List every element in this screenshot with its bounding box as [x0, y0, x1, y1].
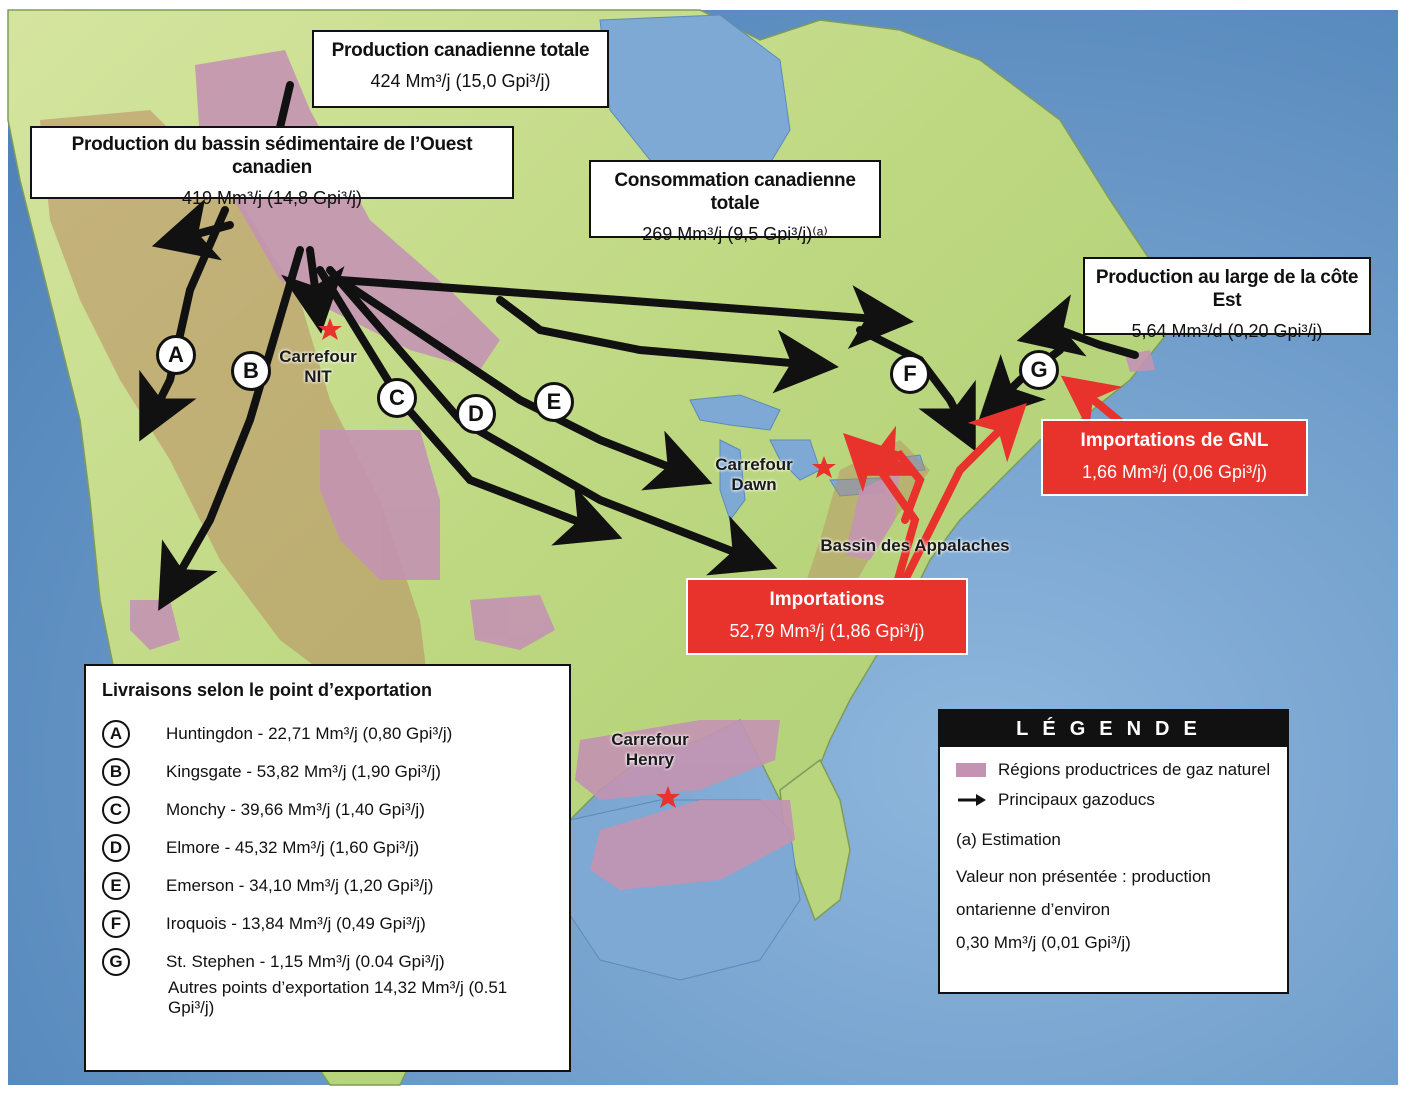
export-marker-d: D [456, 394, 496, 434]
delivery-row: F Iroquois - 13,84 Mm³/j (0,49 Gpi³/j) [102, 905, 553, 943]
region-offshore-gulf [590, 800, 795, 890]
east-coast-title: Production au large de la côte Est [1095, 267, 1359, 311]
import-loop [858, 425, 925, 524]
delivery-letter-d: D [102, 834, 130, 862]
delivery-letter-e: E [102, 872, 130, 900]
hub-dawn-star [812, 456, 836, 478]
consumption-title: Consommation canadienne totale [614, 170, 856, 214]
deliveries-title: Livraisons selon le point d’exportation [102, 680, 433, 700]
export-marker-g: G [1019, 350, 1059, 390]
east-coast-box: Production au large de la côte Est 5,64 … [1083, 257, 1371, 341]
hub-dawn-label: Carrefour Dawn [715, 455, 793, 494]
hub-henry-star [656, 786, 680, 808]
delivery-letter-g: G [102, 948, 130, 976]
delivery-letter-a: A [102, 720, 130, 748]
pipeline-f [496, 296, 839, 394]
region-gulf [575, 720, 780, 800]
delivery-text-g: St. Stephen - 1,15 Mm³/j (0.04 Gpi³/j) [166, 952, 445, 971]
legend-panel: LÉGENDE Régions productrices de gaz natu… [938, 709, 1289, 994]
delivery-row: E Emerson - 34,10 Mm³/j (1,20 Gpi³/j) [102, 867, 553, 905]
lng-imports-title: Importations de GNL [1080, 430, 1269, 451]
pipeline-arrow-icon [958, 794, 986, 806]
pipeline-b [158, 246, 304, 611]
hub-nit-label: Carrefour NIT [279, 347, 357, 386]
delivery-text-c: Monchy - 39,66 Mm³/j (1,40 Gpi³/j) [166, 800, 425, 819]
delivery-other: Autres points d’exportation 14,32 Mm³/j … [168, 978, 508, 1017]
pipeline-nit [280, 246, 345, 334]
pipeline-c [316, 266, 623, 546]
legend-note-line-1: Valeur non présentée : production [956, 867, 1211, 886]
producing-region-swatch-icon [956, 763, 986, 777]
region-appalachian [845, 470, 900, 560]
pipeline-east [336, 276, 914, 349]
appalachian-basin-label: Bassin des Appalaches [820, 536, 1010, 555]
delivery-letter-f: F [102, 910, 130, 938]
hub-henry-label: Carrefour Henry [611, 730, 689, 769]
delivery-text-f: Iroquois - 13,84 Mm³/j (0,49 Gpi³/j) [166, 914, 426, 933]
canada-total-value: 424 Mm³/j (15,0 Gpi³/j) [370, 70, 551, 91]
delivery-text-b: Kingsgate - 53,82 Mm³/j (1,90 Gpi³/j) [166, 762, 441, 781]
legend-heading: LÉGENDE [940, 711, 1287, 747]
delivery-row: A Huntingdon - 22,71 Mm³/j (0,80 Gpi³/j) [102, 715, 553, 753]
imports-title: Importations [769, 589, 885, 610]
legend-pipelines-label: Principaux gazoducs [998, 790, 1155, 809]
wcsb-box: Production du bassin sédimentaire de l’O… [30, 126, 514, 208]
legend-item-pipelines: Principaux gazoducs [940, 785, 1287, 815]
deliveries-panel: Livraisons selon le point d’exportation … [84, 664, 571, 1072]
canada-total-title: Production canadienne totale [331, 40, 590, 61]
consumption-value: 269 Mm³/j (9,5 Gpi³/j)⁽ᵃ⁾ [642, 223, 828, 244]
pipeline-f-south [856, 326, 976, 452]
region-permian [470, 595, 555, 650]
imports-value: 52,79 Mm³/j (1,86 Gpi³/j) [729, 620, 925, 641]
legend-regions-label: Régions productrices de gaz naturel [998, 760, 1271, 779]
delivery-letter-c: C [102, 796, 130, 824]
pipeline-g [1016, 294, 1139, 359]
delivery-text-a: Huntingdon - 22,71 Mm³/j (0,80 Gpi³/j) [166, 724, 453, 743]
delivery-row: D Elmore - 45,32 Mm³/j (1,60 Gpi³/j) [102, 829, 553, 867]
wcsb-value: 419 Mm³/j (14,8 Gpi³/j) [181, 187, 363, 208]
export-marker-b: B [231, 351, 271, 391]
export-marker-f: F [890, 354, 930, 394]
east-coast-value: 5,64 Mm³/d (0,20 Gpi³/j) [1131, 320, 1323, 341]
delivery-row: G St. Stephen - 1,15 Mm³/j (0.04 Gpi³/j) [102, 943, 553, 981]
delivery-row: B Kingsgate - 53,82 Mm³/j (1,90 Gpi³/j) [102, 753, 553, 791]
region-rockies [320, 430, 440, 580]
consumption-box: Consommation canadienne totale 269 Mm³/j… [589, 160, 881, 244]
import-to-east [901, 403, 1027, 584]
hubs [318, 318, 836, 808]
rocky-mountains [40, 110, 430, 700]
canada-total-box: Production canadienne totale 424 Mm³/j (… [312, 30, 609, 108]
legend-note-line-2: ontarienne d’environ [956, 900, 1111, 919]
imports-box: Importations 52,79 Mm³/j (1,86 Gpi³/j) [686, 578, 968, 655]
legend-note-line-3: 0,30 Mm³/j (0,01 Gpi³/j) [956, 933, 1131, 952]
legend-item-regions: Régions productrices de gaz naturel [940, 755, 1287, 785]
lng-imports-box: Importations de GNL 1,66 Mm³/j (0,06 Gpi… [1041, 419, 1308, 496]
legend-note-estimate: (a) Estimation [956, 830, 1061, 849]
pipeline-d [326, 266, 778, 576]
lng-imports-value: 1,66 Mm³/j (0,06 Gpi³/j) [1081, 461, 1268, 482]
delivery-text-e: Emerson - 34,10 Mm³/j (1,20 Gpi³/j) [166, 876, 434, 895]
export-marker-a: A [156, 335, 196, 375]
wcsb-title: Production du bassin sédimentaire de l’O… [71, 134, 473, 178]
region-southwest [130, 600, 180, 650]
delivery-row: C Monchy - 39,66 Mm³/j (1,40 Gpi³/j) [102, 791, 553, 829]
export-marker-e: E [534, 382, 574, 422]
hub-nit-star [318, 318, 342, 340]
export-marker-c: C [377, 378, 417, 418]
delivery-text-d: Elmore - 45,32 Mm³/j (1,60 Gpi³/j) [166, 838, 420, 857]
delivery-letter-b: B [102, 758, 130, 786]
